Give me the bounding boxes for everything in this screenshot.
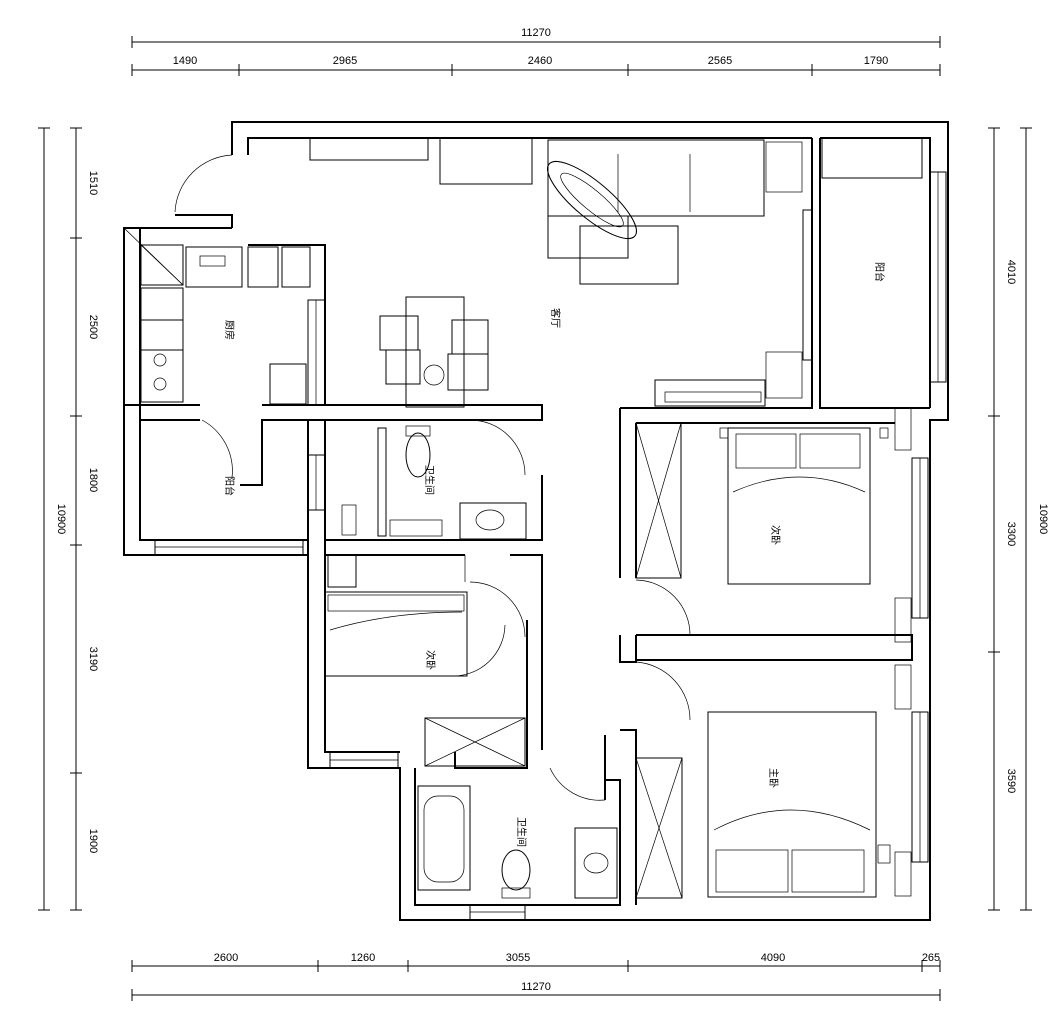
- bottom-segment-dimension: 1260: [351, 952, 375, 964]
- bottom-total-dimension: 11270: [521, 981, 551, 993]
- living-room-furniture: [379, 137, 766, 408]
- top-total-dimension: 11270: [521, 27, 551, 39]
- room-label-public-bath: 卫生间: [423, 465, 436, 495]
- room-label-living-room: 客厅: [549, 308, 562, 328]
- left-segment-dimension: 1800: [87, 468, 99, 492]
- left-segment-dimension: 2500: [87, 315, 99, 339]
- windows: [154, 137, 947, 921]
- room-label-master-bath: 卫生间: [515, 817, 528, 847]
- walls: [123, 121, 949, 921]
- top-segment-dimension: 1490: [173, 55, 197, 67]
- left-segment-dimension: 3190: [87, 647, 99, 671]
- top-segment-dimension: 1790: [864, 55, 888, 67]
- room-label-balcony: 阳台: [873, 262, 886, 282]
- top-segment-dimension: 2565: [708, 55, 732, 67]
- bottom-segment-dimension: 265: [922, 952, 940, 964]
- top-segment-dimension: 2965: [333, 55, 357, 67]
- master-bath-fixtures: [417, 785, 618, 899]
- right-dimensions: 4010 3300 3590 10900: [988, 127, 1049, 911]
- left-total-dimension: 10900: [55, 504, 67, 535]
- room-label-utility-balcony: 阳台: [223, 476, 236, 496]
- balcony-fixtures: [765, 137, 923, 399]
- master-bedroom-furniture: [635, 664, 912, 899]
- bottom-segment-dimension: 4090: [761, 952, 785, 964]
- kitchen-fixtures: [123, 227, 311, 405]
- room-label-kitchen: 厨房: [223, 320, 236, 340]
- left-dimensions: 10900 1510 2500 1800 3190 1900: [38, 127, 99, 911]
- bottom-segment-dimension: 2600: [214, 952, 238, 964]
- right-segment-dimension: 4010: [1005, 260, 1017, 284]
- room-labels: 厨房 阳台 客厅 阳台 卫生间 次卧 次卧 主卧 卫生间: [223, 262, 886, 847]
- bottom-dimensions: 2600 1260 3055 4090 265 11270: [131, 952, 941, 1001]
- top-segment-dimension: 2460: [528, 55, 552, 67]
- room-label-second-bedroom: 次卧: [769, 525, 782, 545]
- right-total-dimension: 10900: [1037, 504, 1049, 535]
- room-label-small-bedroom: 次卧: [424, 650, 437, 670]
- left-segment-dimension: 1900: [87, 829, 99, 853]
- right-segment-dimension: 3590: [1005, 769, 1017, 793]
- public-bath-fixtures: [341, 425, 527, 540]
- room-label-master-bedroom: 主卧: [767, 768, 780, 788]
- right-segment-dimension: 3300: [1005, 522, 1017, 546]
- top-dimensions: 11270 1490 2965 2460 2565 1790: [131, 27, 941, 76]
- left-segment-dimension: 1510: [87, 171, 99, 195]
- small-bedroom-furniture: [324, 554, 526, 767]
- second-bedroom-furniture: [635, 407, 912, 643]
- bottom-segment-dimension: 3055: [506, 952, 530, 964]
- doors: [174, 154, 691, 801]
